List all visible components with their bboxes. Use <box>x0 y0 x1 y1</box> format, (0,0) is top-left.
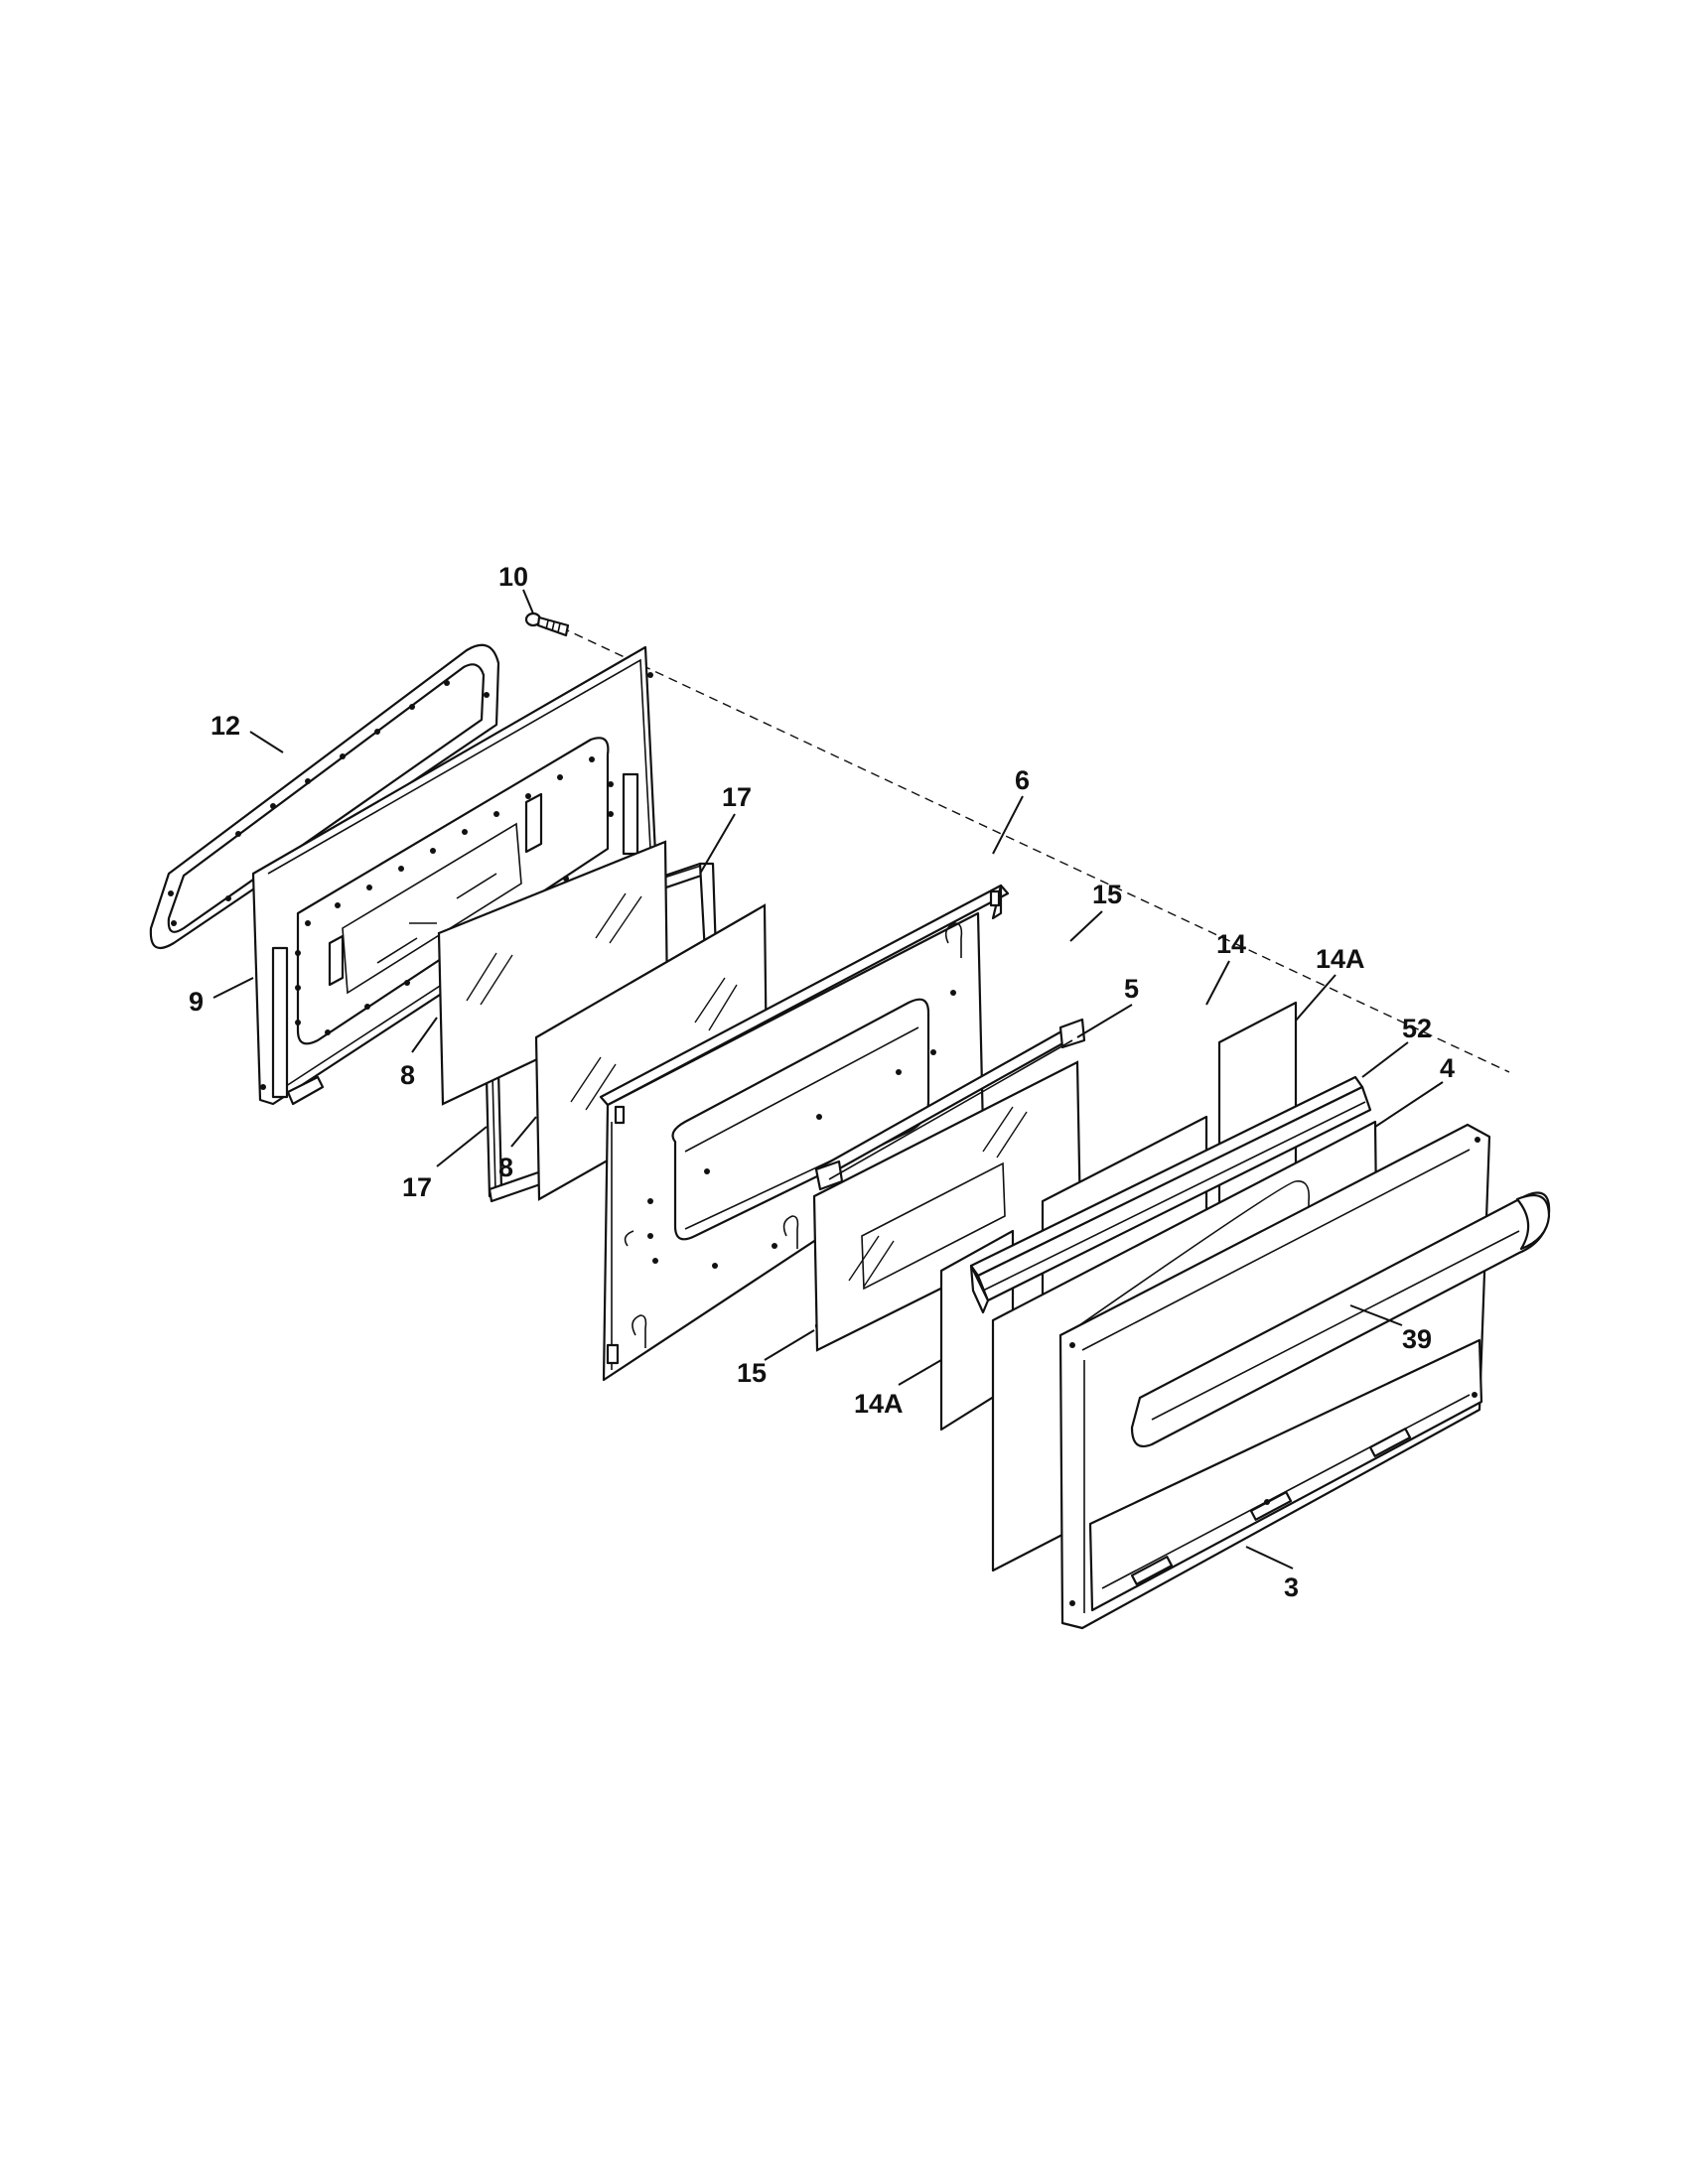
leader-15a <box>1069 910 1103 942</box>
part-10-screw <box>524 612 570 637</box>
callout-6: 6 <box>1015 765 1030 795</box>
leader-14a1 <box>1295 974 1336 1022</box>
leader-12 <box>249 731 284 753</box>
leader-15b <box>764 1329 815 1361</box>
callout-17b: 17 <box>402 1172 432 1202</box>
callout-8b: 8 <box>498 1153 513 1182</box>
leader-14a2 <box>898 1359 942 1386</box>
part-12-gasket <box>149 643 500 950</box>
leader-lines <box>212 589 1444 1570</box>
leader-10 <box>522 589 534 614</box>
leader-4 <box>1374 1081 1444 1128</box>
leader-52 <box>1361 1041 1409 1078</box>
callout-labels: 10 12 9 8 17 17 8 6 15 5 14 14A 52 4 39 … <box>189 562 1455 1602</box>
leader-14 <box>1205 960 1230 1006</box>
callout-12: 12 <box>211 711 240 741</box>
callout-5: 5 <box>1124 974 1139 1004</box>
part-9-inner-door-liner <box>251 645 657 1106</box>
callout-8a: 8 <box>400 1060 415 1090</box>
callout-14a2: 14A <box>854 1389 904 1419</box>
leader-9 <box>212 977 254 999</box>
callout-15a: 15 <box>1092 880 1122 909</box>
callout-9: 9 <box>189 987 204 1017</box>
leader-17a <box>699 813 736 875</box>
callout-14a1: 14A <box>1316 944 1365 974</box>
leader-17b <box>436 1126 488 1167</box>
leader-5 <box>1076 1004 1133 1038</box>
callout-52: 52 <box>1402 1014 1432 1043</box>
callout-10: 10 <box>498 562 528 592</box>
leader-3 <box>1245 1546 1294 1570</box>
callout-39: 39 <box>1402 1324 1432 1354</box>
callout-4: 4 <box>1440 1053 1455 1083</box>
callout-15b: 15 <box>737 1358 767 1388</box>
leader-8a <box>411 1017 438 1053</box>
callout-17a: 17 <box>722 782 752 812</box>
leader-6 <box>992 795 1024 855</box>
callout-14: 14 <box>1216 929 1246 959</box>
leader-8b <box>510 1116 537 1148</box>
part-39-door-handle <box>1130 1191 1551 1448</box>
part-6-door-panel <box>599 884 1010 1382</box>
part-15-upper-bracket <box>814 1018 1086 1191</box>
callout-3: 3 <box>1284 1572 1299 1602</box>
leader-39 <box>1349 1304 1403 1326</box>
part-52-top-trim <box>969 1075 1372 1314</box>
